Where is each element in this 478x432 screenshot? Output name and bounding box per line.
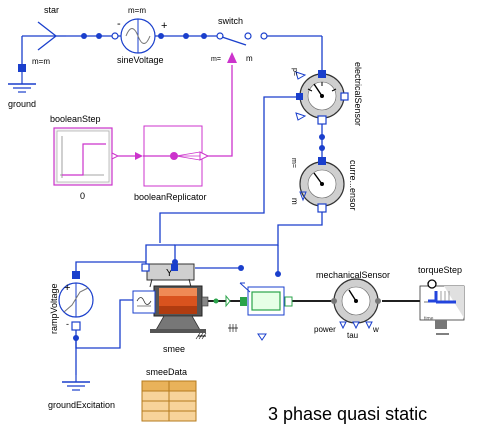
star-label: star bbox=[44, 5, 59, 15]
tau-label: tau bbox=[347, 331, 358, 340]
switch-m-right: m bbox=[246, 54, 253, 63]
current-sensor-block[interactable]: curre...ensor m= m bbox=[290, 157, 358, 213]
star-m-label: m=m bbox=[32, 57, 50, 66]
ground-block[interactable]: ground bbox=[8, 64, 36, 109]
boolean-step-value: 0 bbox=[80, 191, 85, 201]
electric-wires bbox=[21, 35, 323, 375]
mechanical-sensor-block[interactable]: mechanicalSensor power tau w bbox=[314, 270, 390, 340]
ground-excitation-block[interactable]: groundExcitation bbox=[48, 375, 115, 410]
torque-step-label: torqueStep bbox=[418, 265, 462, 275]
torque-step-block[interactable]: torqueStep time bbox=[418, 265, 465, 335]
mechanical-sensor-label: mechanicalSensor bbox=[316, 270, 390, 280]
smee-y-label: Y bbox=[166, 268, 173, 279]
boolean-replicator-block[interactable]: booleanReplicator bbox=[134, 125, 210, 202]
svg-text:-: - bbox=[66, 319, 69, 329]
sine-minus: - bbox=[117, 18, 121, 30]
ground-label: ground bbox=[8, 99, 36, 109]
smee-data-label: smeeData bbox=[146, 367, 187, 377]
svg-text:p=: p= bbox=[291, 68, 298, 76]
electrical-sensor-block[interactable]: electricalSensor bbox=[295, 62, 363, 126]
current-sensor-label: curre...ensor bbox=[348, 160, 358, 211]
electrical-sensor-label: electricalSensor bbox=[353, 62, 363, 126]
current-m-bottom: m bbox=[290, 198, 299, 205]
rotor-angle-block[interactable] bbox=[239, 282, 293, 341]
smee-label: smee bbox=[163, 344, 185, 354]
sine-plus: + bbox=[161, 20, 167, 32]
star-block[interactable]: star m=m bbox=[32, 5, 66, 66]
power-label: power bbox=[314, 325, 336, 334]
sine-voltage-block[interactable]: - + m=m sineVoltage bbox=[111, 6, 167, 65]
current-m-top: m= bbox=[290, 158, 297, 168]
ramp-voltage-block[interactable]: + - rampVoltage bbox=[49, 271, 94, 334]
sine-voltage-label: sineVoltage bbox=[117, 55, 164, 65]
boolean-replicator-label: booleanReplicator bbox=[134, 192, 207, 202]
boolean-step-block[interactable]: booleanStep 0 bbox=[50, 114, 120, 201]
smee-block[interactable]: Y smee bbox=[132, 263, 209, 354]
svg-text:+: + bbox=[64, 282, 70, 294]
boolean-step-label: booleanStep bbox=[50, 114, 101, 124]
switch-label: switch bbox=[218, 16, 243, 26]
w-label: w bbox=[372, 325, 379, 334]
diagram-caption: 3 phase quasi static bbox=[268, 404, 427, 424]
switch-m-left: m= bbox=[211, 56, 221, 63]
ramp-voltage-label: rampVoltage bbox=[49, 283, 59, 334]
boolean-wires bbox=[118, 65, 233, 157]
ground-excitation-label: groundExcitation bbox=[48, 400, 115, 410]
sine-m-label: m=m bbox=[128, 6, 146, 15]
switch-block[interactable]: switch m= m bbox=[211, 16, 253, 63]
smee-data-block[interactable]: smeeData bbox=[141, 367, 197, 422]
torque-time-label: time bbox=[424, 316, 434, 322]
